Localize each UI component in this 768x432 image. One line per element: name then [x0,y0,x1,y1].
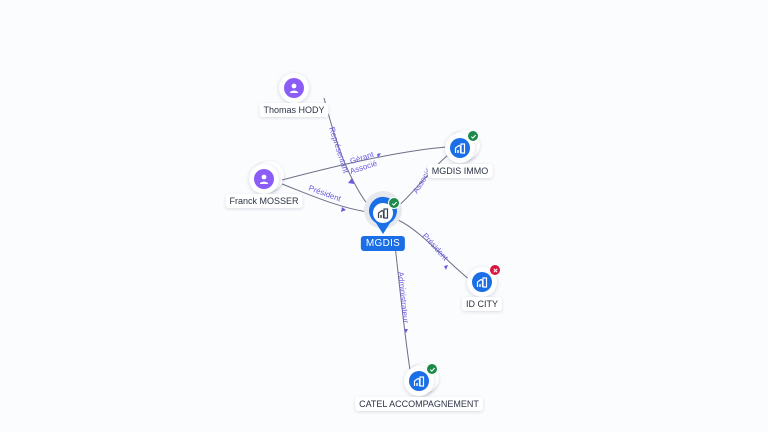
node-label[interactable]: ID CITY [461,297,503,311]
edge-mgdis-idcity[interactable] [397,219,471,281]
node-label[interactable]: Franck MOSSER [225,194,303,208]
node-bubble[interactable] [249,161,284,194]
arrow-icon [348,178,354,184]
check-icon [467,130,479,142]
node-label[interactable]: Thomas HODY [259,103,329,117]
node-label[interactable]: MGDIS IMMO [427,164,493,178]
node-bubble[interactable] [467,264,501,297]
edge-franck-mgdis-immo[interactable] [281,146,447,181]
node-bubble[interactable] [279,73,309,103]
edge-franck-mgdis[interactable] [281,183,369,213]
node-bubble[interactable] [445,130,480,163]
edge-mgdis-catel[interactable] [394,244,411,371]
close-icon [489,264,501,276]
person-icon [254,169,274,189]
check-icon [426,363,438,375]
node-label[interactable]: CATEL ACCOMPAGNEMENT [355,397,483,411]
person-icon [284,78,304,98]
building-icon [377,208,389,219]
building-icon [409,371,429,391]
node-label[interactable]: MGDIS [360,236,406,251]
building-icon [472,272,492,292]
check-icon [388,197,400,209]
edge-label-administrateur: Administrateur [396,271,410,324]
node-bubble[interactable] [404,363,439,396]
arrow-icon [341,207,346,212]
arrow-icon [444,265,448,270]
arrow-icon [404,329,408,333]
edge-label-president-2: Président [421,231,451,263]
arrow-icon [377,153,381,158]
edge-thomas-mgdis[interactable] [323,97,369,206]
building-icon [450,138,470,158]
